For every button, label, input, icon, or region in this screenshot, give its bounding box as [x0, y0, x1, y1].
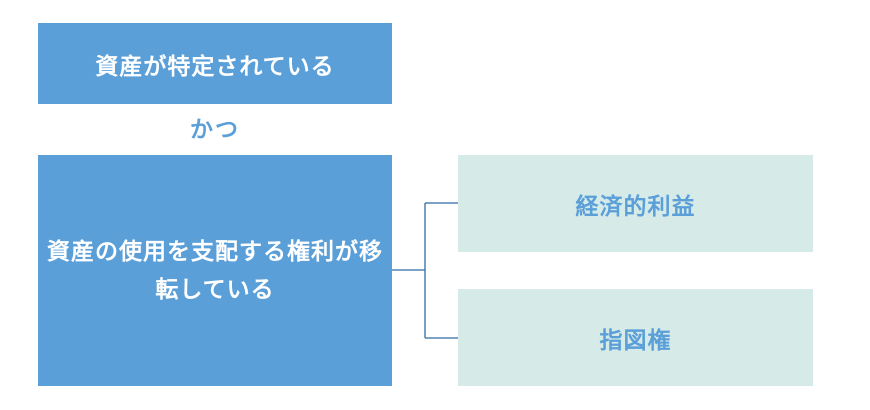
asset-identified-box: 資産が特定されている: [38, 23, 392, 104]
right-of-use-box: 資産の使用を支配する権利が移転している: [38, 155, 392, 386]
asset-identified-label: 資産が特定されている: [95, 53, 335, 80]
direction-right-box: 指図権: [458, 289, 813, 386]
economic-benefit-label: 経済的利益: [575, 193, 696, 220]
right-of-use-label: 資産の使用を支配する権利が移転している: [47, 238, 383, 303]
economic-benefit-box: 経済的利益: [458, 155, 813, 252]
direction-right-label: 指図権: [599, 327, 672, 354]
and-connector-label: かつ: [190, 117, 240, 143]
